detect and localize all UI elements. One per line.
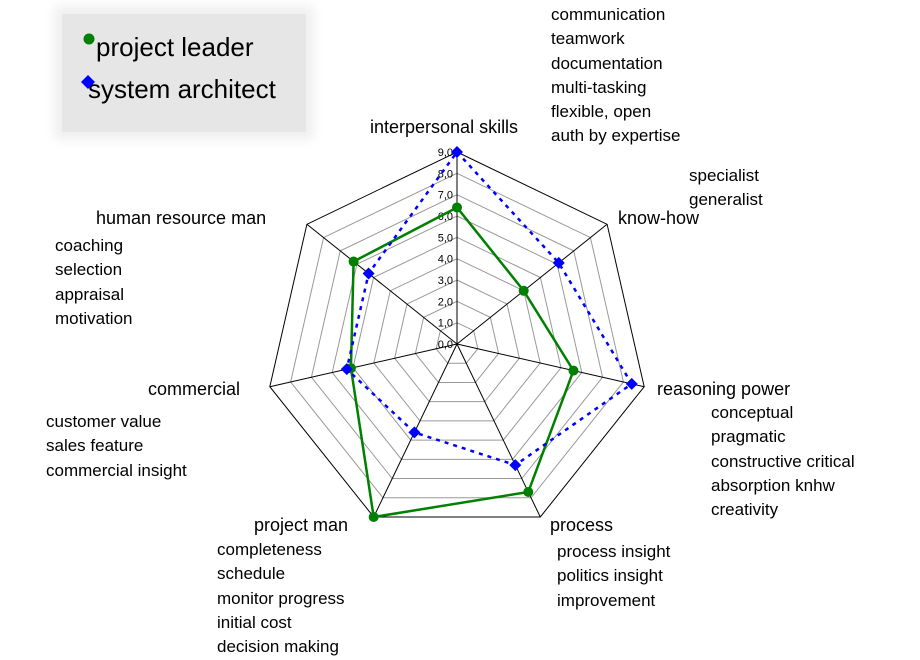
tick-label: 6,0 <box>438 211 453 223</box>
legend-item-system-architect: system architect <box>80 74 276 105</box>
grid-ring <box>394 279 520 403</box>
data-point-diamond <box>625 377 638 390</box>
grid-ring <box>352 236 562 441</box>
series-line-0 <box>349 205 575 519</box>
legend-item-project-leader: project leader <box>82 32 254 63</box>
axis-spoke <box>456 343 645 388</box>
data-point-circle <box>518 285 529 296</box>
axis-label-project-man: project man <box>254 515 349 535</box>
data-point-diamond <box>509 459 522 472</box>
data-point-circle <box>368 511 379 522</box>
series-line-1 <box>345 150 634 467</box>
axis-spoke <box>306 223 458 345</box>
tick-label: 9,0 <box>438 147 453 159</box>
tick-label: 5,0 <box>438 232 453 244</box>
tick-label: 8,0 <box>438 168 453 180</box>
grid-ring <box>435 322 479 364</box>
data-point-diamond <box>340 363 353 376</box>
grid-ring <box>269 151 645 518</box>
grid-ring <box>310 194 604 480</box>
grid-ring <box>290 172 624 499</box>
tick-label: 7,0 <box>438 190 453 202</box>
tick-label: 3,0 <box>438 275 453 287</box>
axis-spoke <box>456 223 608 345</box>
tick-label: 4,0 <box>438 254 453 266</box>
legend-label: system architect <box>88 74 276 104</box>
axis-spoke <box>269 343 458 388</box>
data-point-diamond <box>552 256 565 269</box>
grid-ring <box>373 258 541 422</box>
axis-label-know-how: know-how <box>618 208 700 228</box>
tick-label: 1,0 <box>438 318 453 330</box>
data-point-circle <box>348 256 359 267</box>
axis-label-reasoning: reasoning power <box>657 379 791 399</box>
legend: project leader system architect <box>62 14 306 132</box>
green-circle-marker-icon <box>83 33 95 45</box>
data-point-circle <box>568 365 579 376</box>
axis-label-process: process <box>550 515 614 535</box>
tick-label: 0,0 <box>438 339 453 351</box>
data-point-diamond <box>362 267 375 280</box>
data-point-circle <box>452 202 462 213</box>
axis-label-commercial: commercial <box>148 379 241 399</box>
data-point-diamond <box>408 426 421 439</box>
axis-label-interpersonal: interpersonal skills <box>370 117 519 137</box>
tick-label: 2,0 <box>438 296 453 308</box>
grid-ring <box>414 300 500 383</box>
data-point-diamond <box>451 146 463 158</box>
axis-label-human-resource: human resource man <box>96 208 267 228</box>
legend-label: project leader <box>96 32 254 62</box>
data-point-circle <box>523 486 534 497</box>
blue-diamond-marker-icon <box>81 75 95 89</box>
